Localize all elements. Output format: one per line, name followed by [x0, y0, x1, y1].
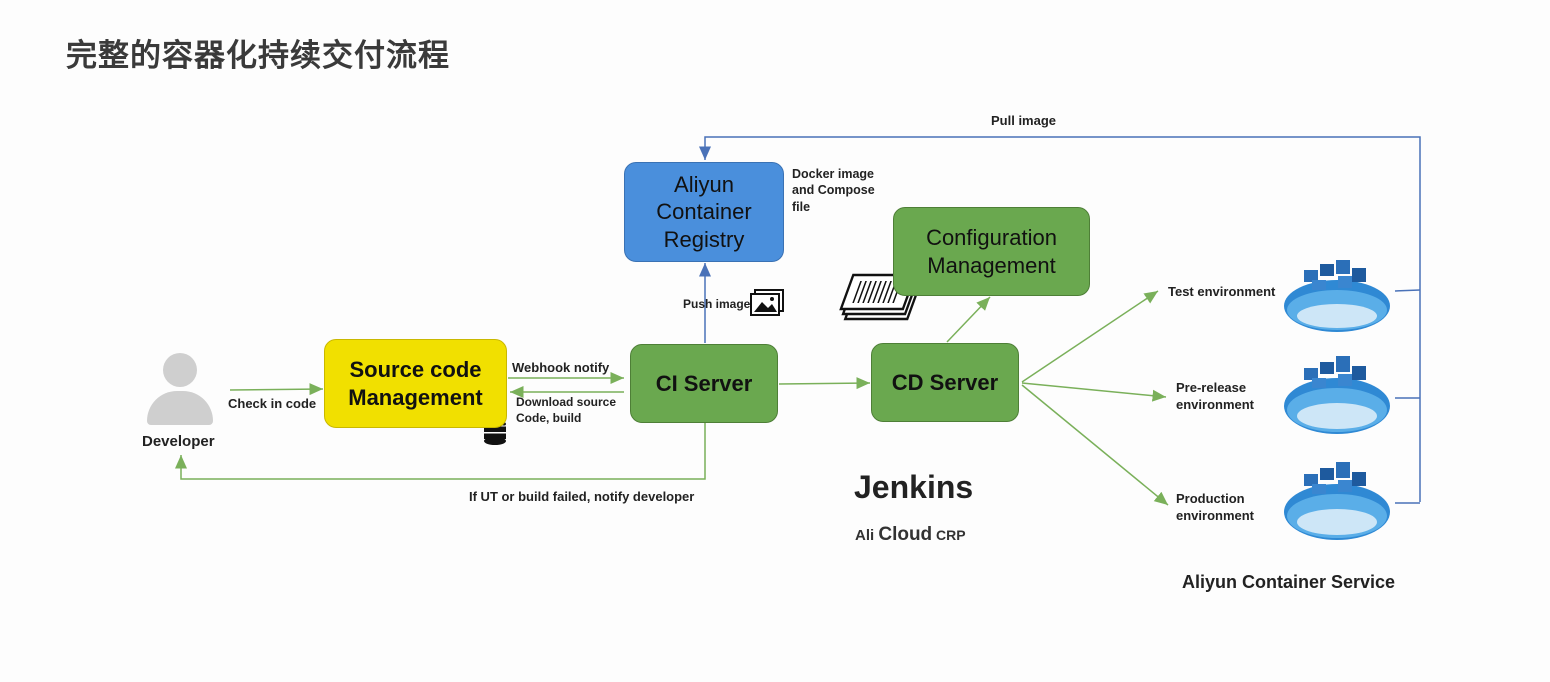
cd-prerelease-arrow — [1021, 382, 1167, 402]
checkin-arrow — [229, 383, 324, 396]
docker-whale-icon — [1284, 462, 1390, 540]
source-code-management-label: Source code Management — [348, 357, 483, 410]
docker-compose-label: Docker image and Compose file — [792, 167, 875, 214]
push-image-label: Push image — [683, 297, 751, 311]
aliyun-container-service-label: Aliyun Container Service — [1182, 572, 1396, 592]
page-title: 完整的容器化持续交付流程 — [66, 38, 450, 74]
ci-cd-arrow — [778, 377, 871, 390]
developer-person-icon — [147, 353, 213, 425]
docker-whale-icon — [1284, 356, 1390, 434]
configuration-management-label: Configuration Management — [926, 225, 1057, 278]
cd-server-node: CD Server — [871, 343, 1019, 422]
ci-server-node: CI Server — [630, 344, 778, 423]
pull-image-arrow — [699, 136, 1421, 502]
download-source-label: Download source Code, build — [516, 395, 617, 425]
image-icon — [750, 289, 784, 316]
cd-test-arrow — [1021, 290, 1159, 383]
ci-server-label: CI Server — [655, 370, 753, 396]
configuration-management-node: Configuration Management — [893, 207, 1090, 296]
developer-label: Developer — [142, 433, 215, 450]
prerelease-environment-label: Pre-release environment — [1176, 380, 1255, 412]
jenkins-label: Jenkins — [854, 469, 974, 505]
webhook-notify-label: Webhook notify — [512, 360, 610, 375]
failed-notify-arrow — [175, 423, 706, 480]
cd-server-label: CD Server — [891, 369, 999, 395]
ali-cloud-crp-label: Ali Cloud CRP — [855, 524, 966, 545]
build-failed-label: If UT or build failed, notify developer — [469, 489, 695, 504]
cd-production-arrow — [1021, 384, 1169, 506]
test-environment-label: Test environment — [1168, 284, 1276, 299]
cd-config-arrow — [946, 296, 991, 343]
pull-image-label: Pull image — [991, 113, 1057, 128]
docker-whale-icon — [1284, 260, 1390, 332]
check-in-code-label: Check in code — [228, 396, 317, 411]
aliyun-container-registry-node: Aliyun Container Registry — [624, 162, 784, 262]
aliyun-container-registry-label: Aliyun Container Registry — [656, 171, 752, 252]
production-environment-label: Production environment — [1176, 491, 1255, 523]
source-code-management-node: Source code Management — [324, 339, 507, 428]
